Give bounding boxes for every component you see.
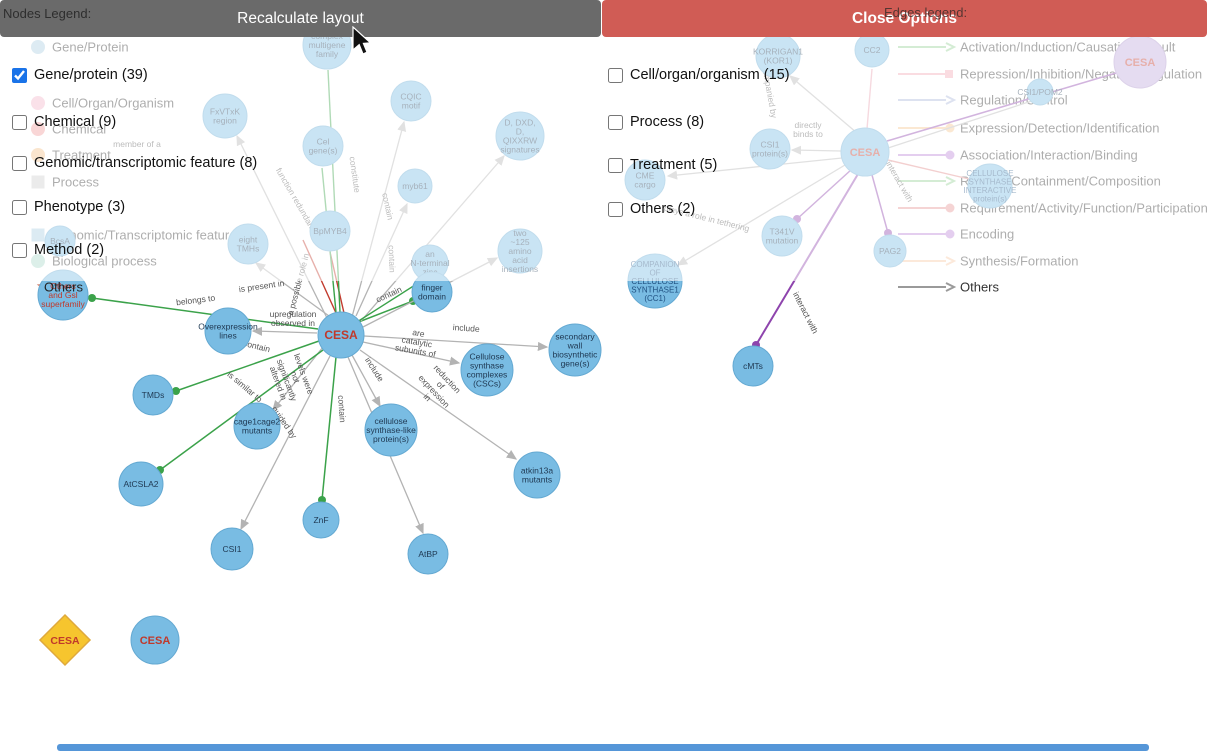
cesa-diamond-badge[interactable] [38,613,92,667]
options-overlay-panel: Gene/protein (39) Chemical (9) Genomic/tra… [0,0,1207,281]
edge-label: belongs to [176,293,216,308]
filter-label: Process (8) [630,114,705,130]
filter-label: Chemical (9) [34,114,117,130]
node-label-cmts: cMTs [743,361,763,371]
nodes-checkbox-gene-protein-39[interactable] [12,67,27,83]
edge-label: interact with [791,290,821,335]
node-legend-label: Others [44,280,84,295]
node-cscs[interactable] [460,343,514,397]
node-label-atbp: AtBP [418,549,438,559]
nodes-filter-others-2[interactable]: Others (2) [608,201,695,217]
node-label-cesa-badge-circle: CESA [140,635,171,647]
edge-legend-label: Others [960,280,1000,295]
node-label-znf: ZnF [313,515,328,525]
graph-edge [363,335,549,351]
node-cesa-badge-circle[interactable] [130,615,180,665]
recalculate-layout-button[interactable]: Recalculate layout [0,0,601,37]
node-atbp[interactable] [407,533,449,575]
node-znf[interactable] [302,501,340,539]
graph-edge [351,354,381,408]
edge-endpoint-dot [88,294,96,302]
filter-label: Gene/protein (39) [34,67,148,83]
node-label-tmds: TMDs [142,390,165,400]
graph-edge [240,355,331,531]
nodes-filter-genomic-transcriptomic-feature-8[interactable]: Genomic/transcriptomic feature (8) [12,155,257,171]
edge-label: is similar to [225,369,264,404]
graph-edge [251,326,318,336]
node-cmts[interactable] [732,345,774,387]
nodes-checkbox-genomic-transcriptomic-feature-8[interactable] [12,155,27,171]
nodes-checkbox-phenotype-3[interactable] [12,199,27,215]
graph-edge [321,356,337,501]
graph-edge [175,340,320,392]
node-label-cesa-hub: CESA [324,328,358,342]
graph-edge [272,346,324,412]
nodes-filter-treatment-5[interactable]: Treatment (5) [608,157,717,173]
node-cage1cage2-mutants[interactable] [233,402,281,450]
filter-label: Cell/organ/organism (15) [630,67,790,83]
filter-label: Method (2) [34,242,105,258]
edge-label: include [363,355,386,383]
nodes-legend-title: Nodes Legend: [3,6,92,21]
nodes-checkbox-treatment-5[interactable] [608,157,623,173]
node-secondary-wall-genes[interactable] [548,323,602,377]
node-overexpression-lines[interactable] [204,307,252,355]
nodes-checkbox-process-8[interactable] [608,114,623,130]
nodes-checkbox-cell-organ-organism-15[interactable] [608,67,623,83]
edges-legend-title: Edges legend: [884,5,968,20]
nodes-filter-method-2[interactable]: Method (2) [12,242,104,258]
node-atkin13a-mutants[interactable] [513,451,561,499]
graph-edge [91,297,319,330]
graph-edge [362,341,461,366]
legend-arrowhead-icon [945,282,957,292]
edge-endpoint-dot [172,387,180,395]
filter-label: Genomic/transcriptomic feature (8) [34,155,258,171]
node-tmds[interactable] [132,374,174,416]
filter-label: Treatment (5) [630,157,718,173]
node-cellulose-synthase-like-proteins[interactable] [364,403,418,457]
nodes-filter-phenotype-3[interactable]: Phenotype (3) [12,199,125,215]
edge-label: include [452,322,480,334]
edge-label: arecatalyticsubunits of [394,325,440,360]
horizontal-scrollbar[interactable] [57,744,1149,751]
nodes-checkbox-chemical-9[interactable] [12,114,27,130]
node-cesa-hub[interactable] [317,311,365,359]
node-csi1[interactable] [210,527,254,571]
node-label-atcsla2: AtCSLA2 [124,479,159,489]
mouse-cursor-icon [352,26,372,55]
filter-label: Others (2) [630,201,696,217]
filter-label: Phenotype (3) [34,199,126,215]
nodes-filter-cell-organ-organism-15[interactable]: Cell/organ/organism (15) [608,67,790,83]
cesa-diamond-label: CESA [50,635,80,647]
nodes-checkbox-others-2[interactable] [608,201,623,217]
edge-label: contain [336,395,348,423]
close-options-button[interactable]: Close Options [602,0,1207,37]
nodes-filter-chemical-9[interactable]: Chemical (9) [12,114,116,130]
graph-edge [359,349,518,460]
node-atcsla2[interactable] [118,461,164,507]
nodes-checkbox-method-2[interactable] [12,242,27,258]
nodes-filter-process-8[interactable]: Process (8) [608,114,704,130]
nodes-filter-gene-protein-39[interactable]: Gene/protein (39) [12,67,148,83]
edge-label: reductionofexpressionin [410,361,465,416]
graph-edge [355,300,414,324]
node-label-csi1: CSI1 [223,544,242,554]
